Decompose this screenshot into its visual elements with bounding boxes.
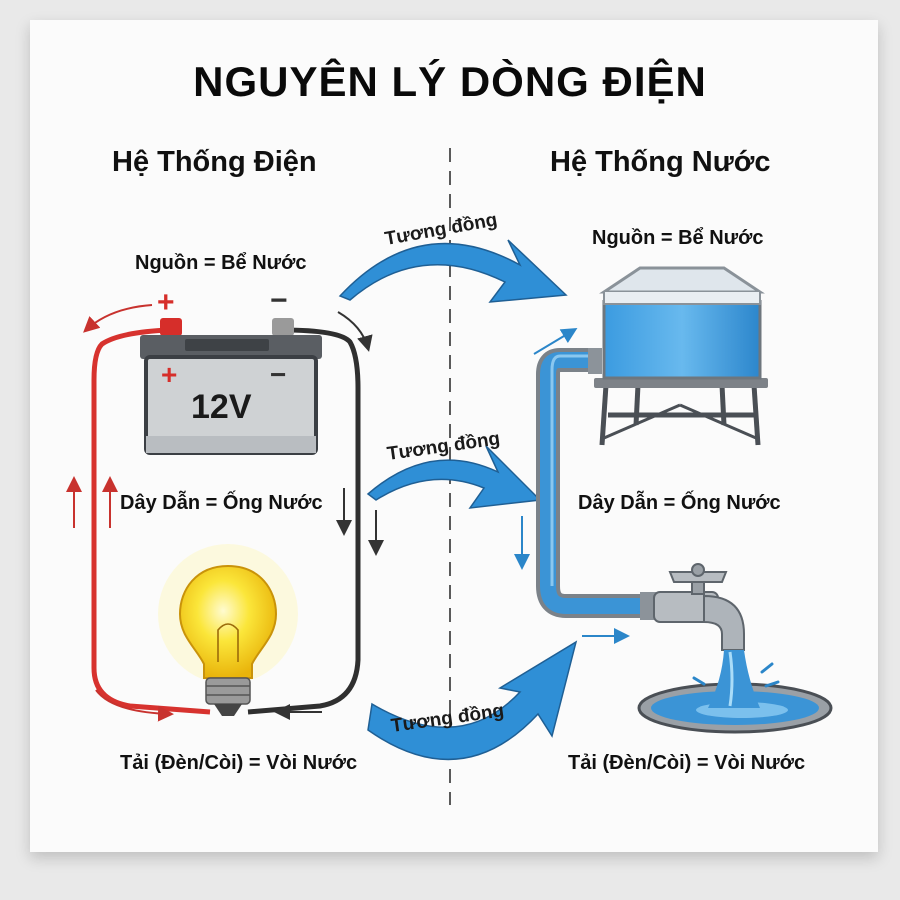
page-title: NGUYÊN LÝ DÒNG ĐIỆN [193, 58, 707, 105]
negative-wire [247, 327, 361, 715]
current-arrow [83, 304, 153, 333]
battery-plus-mark: + [161, 359, 177, 390]
battery-voltage: 12V [191, 388, 252, 426]
electric-system-heading: Hệ Thống Điện [112, 146, 317, 178]
source-label-left: Nguồn = Bể Nước [135, 252, 307, 274]
water-tower-stand-icon [599, 384, 761, 446]
water-faucet-icon [653, 563, 745, 651]
water-splash [692, 662, 780, 688]
water-tank-icon [599, 266, 765, 380]
analogy-arrow-top [338, 239, 568, 303]
conductor-label-right: Dây Dẫn = Ống Nước [578, 492, 781, 514]
current-arrow [337, 311, 373, 352]
water-pipe-outline [536, 348, 648, 618]
battery-minus-mark: − [270, 359, 286, 390]
load-label-left: Tải (Đèn/Còi) = Vòi Nước [120, 752, 358, 774]
analogy-arrow-bottom [367, 640, 578, 761]
water-pipe [540, 352, 648, 614]
battery-12v-icon [140, 318, 322, 455]
positive-terminal-mark: + [157, 286, 175, 319]
negative-terminal-mark: − [270, 284, 288, 317]
positive-wire [91, 327, 211, 715]
load-label-right: Tải (Đèn/Còi) = Vòi Nước [568, 752, 806, 774]
source-label-right: Nguồn = Bể Nước [592, 227, 764, 249]
pipe-coupling [640, 592, 656, 620]
light-bulb-icon [158, 544, 298, 716]
current-arrow [95, 689, 174, 722]
conductor-label-left: Dây Dẫn = Ống Nước [120, 492, 323, 514]
analogy-arrow-middle [366, 445, 542, 509]
water-system-heading: Hệ Thống Nước [550, 146, 771, 178]
water-stream [708, 650, 760, 708]
flow-arrow [533, 327, 578, 355]
water-tower-platform [594, 378, 768, 388]
pipe-coupling [588, 348, 602, 374]
